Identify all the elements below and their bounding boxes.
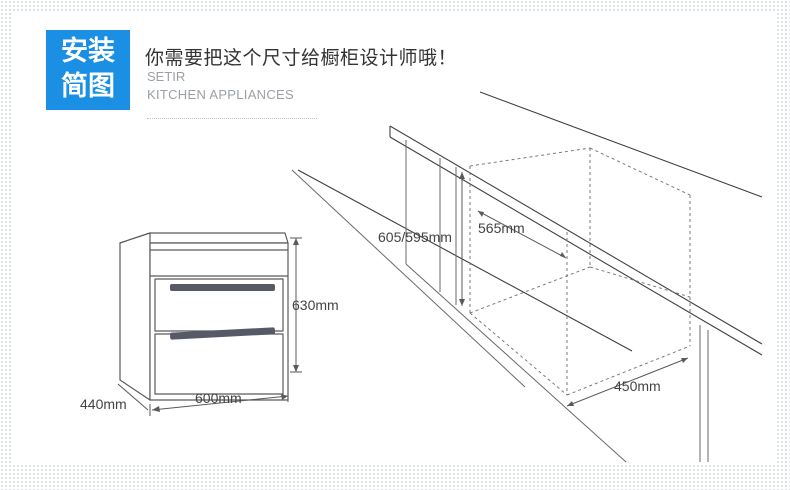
cavity-outline (469, 147, 691, 396)
cabinet-dimension-lines (461, 172, 689, 407)
drawer-handle-upper (170, 284, 275, 291)
worktop-back-edge (479, 91, 763, 198)
badge-line-1: 安装 (61, 36, 115, 67)
install-diagram-badge: 安装 简图 (46, 30, 130, 110)
cabinet-depth-label: 565mm (478, 220, 525, 236)
worktop-lower-edge (297, 169, 633, 352)
cabinet-width-label: 450mm (614, 378, 661, 394)
unit-front-face (149, 242, 289, 401)
unit-side-face (119, 232, 151, 401)
headline: 你需要把这个尺寸给橱柜设计师哦！ (145, 47, 458, 69)
badge-line-2: 简图 (61, 71, 115, 102)
cabinet-worktop (297, 91, 763, 356)
cabinet-height-label: 605/595mm (378, 229, 452, 245)
unit-dimension-arrows (152, 238, 299, 412)
brand-subtitle: KITCHEN APPLIANCES (147, 87, 294, 102)
unit-depth-label: 440mm (80, 396, 127, 412)
drawer-handle-lower (170, 327, 276, 340)
worktop-top-edge (389, 125, 763, 345)
cabinet-dimension-arrows (459, 172, 688, 406)
brand-name: SETIR (147, 69, 186, 84)
worktop-front-edge (389, 136, 763, 356)
unit-width-label: 600mm (195, 390, 242, 406)
unit-height-label: 630mm (292, 297, 339, 313)
appliance-unit (119, 232, 289, 401)
header-divider (147, 118, 317, 120)
cabinet-vertical-edges (291, 140, 709, 463)
